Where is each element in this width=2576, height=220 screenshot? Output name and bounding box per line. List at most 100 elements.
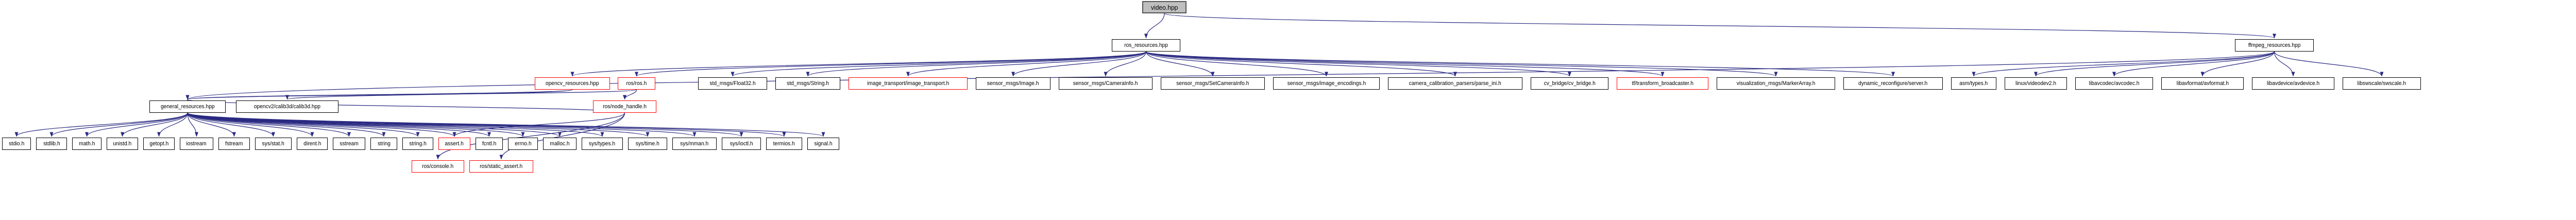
graph-node-sys-stat-h[interactable]: sys/stat.h (255, 138, 292, 150)
graph-edge (1145, 51, 1778, 77)
graph-node-label: ffmpeg_resources.hpp (2248, 42, 2301, 48)
graph-node-sys-ioctl-h[interactable]: sys/ioctl.h (722, 138, 761, 150)
graph-node-sensor-msgs-setcamerainfo-h[interactable]: sensor_msgs/SetCameraInfo.h (1161, 77, 1265, 90)
graph-edge (1145, 51, 1328, 77)
graph-node-iostream[interactable]: iostream (180, 138, 213, 150)
graph-edge (499, 112, 625, 160)
graph-edge (186, 89, 573, 100)
graph-node-label: sys/mman.h (680, 140, 709, 147)
graph-edge (1011, 51, 1147, 77)
graph-node-sensor-msgs-image-h[interactable]: sensor_msgs/Image.h (976, 77, 1050, 90)
graph-node-label: dirent.h (303, 140, 321, 147)
graph-edge (187, 112, 743, 137)
graph-edge (452, 112, 625, 137)
graph-node-getopt-h[interactable]: getopt.h (143, 138, 175, 150)
graph-node-dirent-h[interactable]: dirent.h (297, 138, 328, 150)
graph-node-asm-types-h[interactable]: asm/types.h (1951, 77, 1996, 90)
graph-edge (157, 112, 188, 137)
graph-node-label: sstream (340, 140, 359, 147)
graph-edge (570, 51, 1147, 77)
graph-node-ros-console-h[interactable]: ros/console.h (412, 160, 464, 173)
graph-node-label: opencv_resources.hpp (546, 80, 599, 87)
graph-node-fcntl-h[interactable]: fcntl.h (476, 138, 503, 150)
graph-node-cv-bridge-cv-bridge-h[interactable]: cv_bridge/cv_bridge.h (1531, 77, 1608, 90)
graph-node-libswscale-swscale-h[interactable]: libswscale/swscale.h (2343, 77, 2421, 90)
graph-edge (436, 112, 625, 160)
graph-edge (1145, 51, 1457, 77)
graph-edge (1145, 51, 1665, 77)
graph-edge (906, 51, 1147, 77)
graph-node-dynamic-reconfigure-server-h[interactable]: dynamic_reconfigure/server.h (1843, 77, 1943, 90)
graph-node-general-resources-hpp[interactable]: general_resources.hpp (149, 100, 226, 113)
graph-node-label: sensor_msgs/CameraInfo.h (1073, 80, 1138, 87)
graph-node-unistd-h[interactable]: unistd.h (107, 138, 138, 150)
graph-node-libavdevice-avdevice-h[interactable]: libavdevice/avdevice.h (2252, 77, 2334, 90)
graph-edge (285, 89, 573, 100)
graph-node-string-h[interactable]: string.h (402, 138, 433, 150)
graph-edge (1145, 51, 1571, 77)
graph-node-sys-types-h[interactable]: sys/types.h (582, 138, 623, 150)
graph-node-label: asm/types.h (1959, 80, 1988, 87)
graph-node-std-msgs-float32-h[interactable]: std_msgs/Float32.h (698, 77, 767, 90)
graph-node-label: sys/ioctl.h (730, 140, 753, 147)
graph-node-sensor-msgs-camerainfo-h[interactable]: sensor_msgs/CameraInfo.h (1059, 77, 1153, 90)
graph-node-image-transport-image-transport-h[interactable]: image_transport/image_transport.h (849, 77, 968, 90)
graph-edge (2034, 51, 2275, 77)
graph-node-ros-static-assert-h[interactable]: ros/static_assert.h (469, 160, 533, 173)
graph-node-opencv2-calib3d-calib3d-hpp[interactable]: opencv2/calib3d/calib3d.hpp (236, 100, 338, 113)
graph-edge (1144, 13, 1165, 39)
graph-node-ffmpeg-resources-hpp[interactable]: ffmpeg_resources.hpp (2235, 39, 2314, 52)
graph-node-opencv-resources-hpp[interactable]: opencv_resources.hpp (535, 77, 610, 90)
graph-edge (1972, 51, 2275, 77)
graph-node-errno-h[interactable]: errno.h (508, 138, 538, 150)
graph-edge (1145, 51, 1215, 77)
graph-node-math-h[interactable]: math.h (72, 138, 101, 150)
graph-node-label: stdio.h (8, 140, 25, 147)
graph-node-sensor-msgs-image-encodings-h[interactable]: sensor_msgs/image_encodings.h (1273, 77, 1380, 90)
graph-node-libavformat-avformat-h[interactable]: libavformat/avformat.h (2161, 77, 2244, 90)
graph-node-fstream[interactable]: fstream (218, 138, 250, 150)
graph-node-string[interactable]: string (370, 138, 397, 150)
graph-edge (187, 112, 351, 137)
graph-node-signal-h[interactable]: signal.h (807, 138, 839, 150)
graph-node-std-msgs-string-h[interactable]: std_msgs/String.h (775, 77, 840, 90)
graph-node-label: sys/time.h (635, 140, 660, 147)
graph-node-label: std_msgs/String.h (787, 80, 829, 87)
graph-node-label: math.h (78, 140, 95, 147)
graph-node-camera-calibration-parsers-parse-ini-h[interactable]: camera_calibration_parsers/parse_ini.h (1388, 77, 1522, 90)
graph-node-stdio-h[interactable]: stdio.h (2, 138, 31, 150)
graph-node-sys-time-h[interactable]: sys/time.h (628, 138, 667, 150)
graph-node-label: image_transport/image_transport.h (867, 80, 950, 87)
graph-edge (187, 112, 236, 137)
graph-edge (187, 112, 525, 137)
graph-node-ros-ros-h[interactable]: ros/ros.h (618, 77, 655, 90)
graph-node-linux-videodev2-h[interactable]: linux/videodev2.h (2005, 77, 2067, 90)
graph-node-label: sensor_msgs/image_encodings.h (1287, 80, 1366, 87)
graph-node-visualization-msgs-markerarray-h[interactable]: visualization_msgs/MarkerArray.h (1717, 77, 1835, 90)
graph-edge (187, 112, 314, 137)
graph-edge (187, 112, 275, 137)
graph-node-label: cv_bridge/cv_bridge.h (1544, 80, 1596, 87)
graph-node-stdlib-h[interactable]: stdlib.h (36, 138, 67, 150)
graph-node-ros-resources-hpp[interactable]: ros_resources.hpp (1112, 39, 1180, 52)
graph-node-malloc-h[interactable]: malloc.h (543, 138, 577, 150)
graph-node-ros-node-handle-h[interactable]: ros/node_handle.h (593, 100, 656, 113)
graph-node-tf-transform-broadcaster-h[interactable]: tf/transform_broadcaster.h (1617, 77, 1708, 90)
graph-node-sys-mman-h[interactable]: sys/mman.h (672, 138, 717, 150)
graph-edge (187, 112, 198, 137)
graph-node-label: camera_calibration_parsers/parse_ini.h (1409, 80, 1502, 87)
graph-edge (186, 89, 637, 100)
graph-edge (187, 112, 456, 137)
graph-node-sstream[interactable]: sstream (333, 138, 365, 150)
graph-node-label: getopt.h (149, 140, 168, 147)
graph-node-label: libavdevice/avdevice.h (2266, 80, 2320, 87)
graph-node-libavcodec-avcodec-h[interactable]: libavcodec/avcodec.h (2075, 77, 2153, 90)
graph-edge (187, 112, 697, 137)
graph-node-label: fcntl.h (482, 140, 497, 147)
graph-node-termios-h[interactable]: termios.h (766, 138, 802, 150)
graph-node-label: opencv2/calib3d/calib3d.hpp (253, 103, 321, 110)
graph-edge (187, 112, 786, 137)
graph-node-assert-h[interactable]: assert.h (438, 138, 470, 150)
graph-node-video-hpp[interactable]: video.hpp (1142, 1, 1187, 13)
